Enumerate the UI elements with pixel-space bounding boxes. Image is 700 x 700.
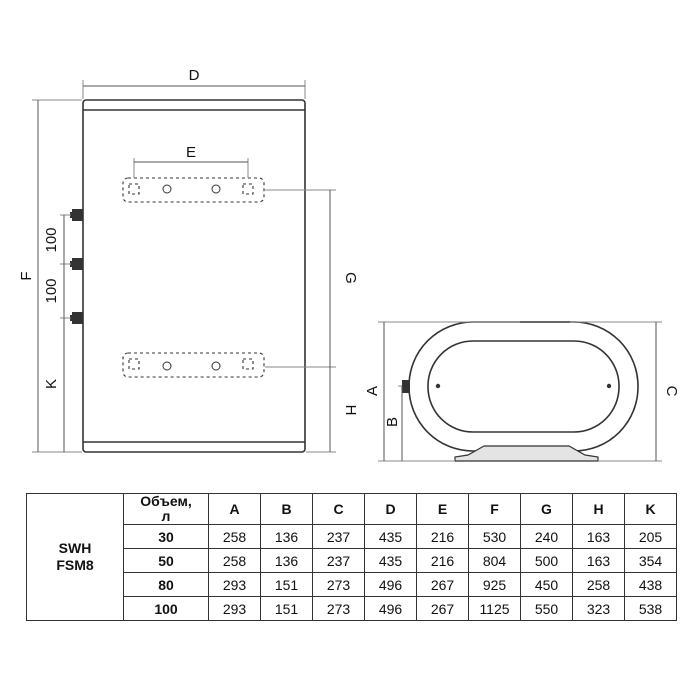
value-cell: 136: [260, 524, 313, 549]
column-header: G: [520, 493, 573, 525]
value-cell: 151: [260, 572, 313, 597]
label-e: E: [186, 144, 196, 161]
column-header: F: [468, 493, 521, 525]
value-cell: 216: [416, 548, 469, 573]
volume-cell: 80: [123, 572, 209, 597]
value-cell: 273: [312, 572, 365, 597]
value-cell: 435: [364, 548, 417, 573]
label-d: D: [189, 67, 200, 84]
value-cell: 293: [208, 596, 261, 621]
column-header: D: [364, 493, 417, 525]
dimension-f: F: [18, 99, 82, 453]
value-cell: 496: [364, 596, 417, 621]
value-cell: 438: [624, 572, 677, 597]
label-spacing-lower: 100: [43, 278, 60, 303]
column-header: E: [416, 493, 469, 525]
dimension-b: B: [384, 385, 403, 461]
column-header: C: [312, 493, 365, 525]
label-g: G: [342, 272, 359, 284]
column-header: A: [208, 493, 261, 525]
value-cell: 151: [260, 596, 313, 621]
label-a: A: [364, 386, 381, 396]
volume-cell: 100: [123, 596, 209, 621]
volume-header-line2: л: [161, 508, 171, 524]
label-c: C: [663, 386, 680, 397]
value-cell: 354: [624, 548, 677, 573]
value-cell: 240: [520, 524, 573, 549]
table-row: 100 293 151 273 496 267 1125 550 323 538: [27, 596, 677, 621]
dimension-connector-spacing: 100 100 K: [43, 214, 71, 452]
label-b: B: [384, 417, 401, 427]
model-name-line1: SWH: [58, 540, 92, 556]
dimension-drawing: D E F 100 100 K G H: [18, 67, 680, 462]
dimension-e: E: [133, 144, 249, 178]
column-header: K: [624, 493, 677, 525]
label-f: F: [18, 271, 35, 280]
value-cell: 293: [208, 572, 261, 597]
value-cell: 267: [416, 596, 469, 621]
dimensions-table: SWH FSM8 Объем, л A B C D E F G H K 30 2…: [26, 493, 677, 621]
dimension-c: C: [570, 321, 680, 462]
lower-mounting-bracket: [122, 352, 265, 378]
value-cell: 267: [416, 572, 469, 597]
value-cell: 323: [572, 596, 625, 621]
value-cell: 237: [312, 548, 365, 573]
pipe-connectors: [70, 209, 83, 324]
dimension-g: G: [265, 189, 359, 368]
label-k: K: [43, 379, 60, 389]
table-header-row: SWH FSM8 Объем, л A B C D E F G H K: [26, 493, 677, 621]
dimension-h: H: [306, 367, 359, 453]
table-row: 50 258 136 237 435 216 804 500 163 354: [27, 548, 677, 573]
volume-header: Объем, л: [123, 493, 209, 525]
column-header: H: [572, 493, 625, 525]
upper-mounting-bracket: [122, 177, 265, 203]
model-name-cell: SWH FSM8: [26, 493, 124, 621]
dimension-a: A: [364, 321, 520, 462]
volume-header-line1: Объем,: [140, 493, 192, 509]
value-cell: 538: [624, 596, 677, 621]
value-cell: 925: [468, 572, 521, 597]
value-cell: 216: [416, 524, 469, 549]
table-row: 30 258 136 237 435 216 530 240 163 205: [27, 524, 677, 549]
value-cell: 136: [260, 548, 313, 573]
value-cell: 163: [572, 548, 625, 573]
label-h: H: [342, 405, 359, 416]
value-cell: 804: [468, 548, 521, 573]
dimension-d: D: [82, 67, 306, 99]
volume-cell: 30: [123, 524, 209, 549]
value-cell: 258: [208, 548, 261, 573]
value-cell: 237: [312, 524, 365, 549]
value-cell: 273: [312, 596, 365, 621]
model-name-line2: FSM8: [56, 557, 94, 573]
value-cell: 450: [520, 572, 573, 597]
tank-front-view: [82, 99, 306, 453]
value-cell: 530: [468, 524, 521, 549]
table-row: 80 293 151 273 496 267 925 450 258 438: [27, 572, 677, 597]
value-cell: 258: [208, 524, 261, 549]
value-cell: 1125: [468, 596, 521, 621]
value-cell: 258: [572, 572, 625, 597]
volume-cell: 50: [123, 548, 209, 573]
value-cell: 205: [624, 524, 677, 549]
column-header: B: [260, 493, 313, 525]
value-cell: 500: [520, 548, 573, 573]
tank-side-view: [402, 321, 639, 462]
value-cell: 550: [520, 596, 573, 621]
value-cell: 435: [364, 524, 417, 549]
label-spacing-upper: 100: [43, 227, 60, 252]
value-cell: 163: [572, 524, 625, 549]
value-cell: 496: [364, 572, 417, 597]
